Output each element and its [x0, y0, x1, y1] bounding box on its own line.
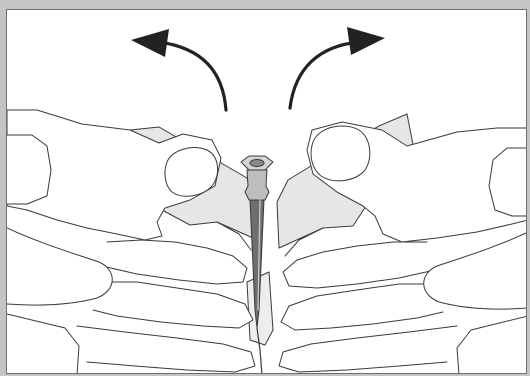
- left-hand: [7, 110, 255, 374]
- right-hand: [279, 122, 527, 374]
- arrow-right-up-icon: [290, 27, 385, 108]
- hub-opening: [250, 160, 264, 167]
- hub-body: [245, 170, 269, 200]
- arrow-left-up-icon: [131, 29, 226, 110]
- illustration-panel: [6, 9, 527, 374]
- peel-package-illustration: [7, 10, 527, 374]
